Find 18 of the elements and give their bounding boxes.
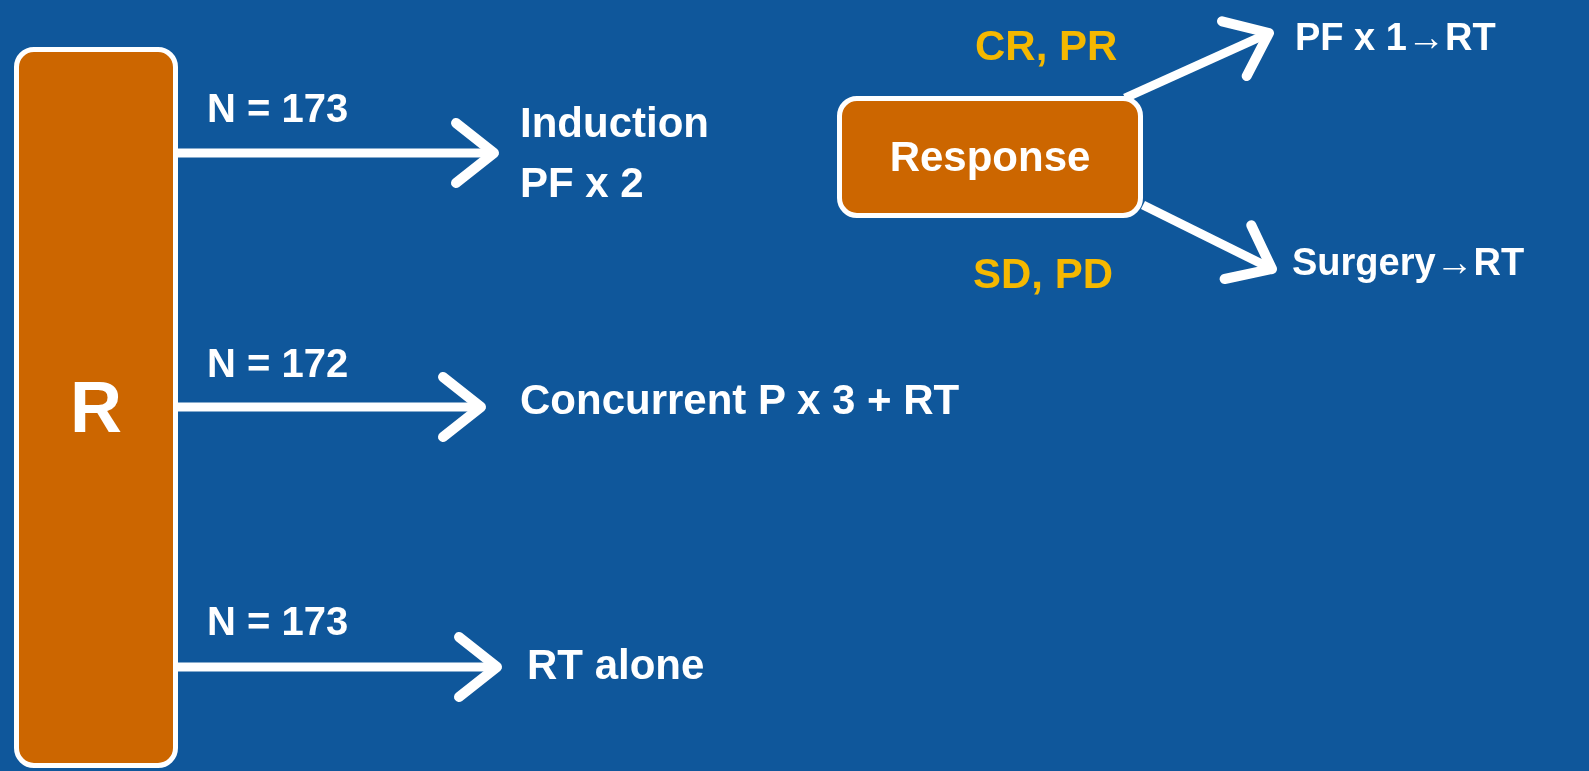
treatment-label: Surgery→RT: [1292, 240, 1525, 285]
edge-label: SD, PD: [973, 253, 1114, 295]
arrow: [178, 632, 502, 702]
edge-label: CR, PR: [975, 25, 1118, 67]
edge-label: N = 173: [207, 88, 349, 128]
arrow: [178, 372, 486, 442]
arrow: [1141, 200, 1277, 284]
treatment-label: PF x 1→RT: [1295, 15, 1496, 60]
treatment-label: RT alone: [527, 640, 705, 690]
process-box: [14, 47, 178, 768]
treatment-label: Concurrent P x 3 + RT: [520, 375, 960, 425]
box-label: R: [70, 366, 122, 449]
process-box: [837, 96, 1143, 218]
edge-label: N = 172: [207, 343, 349, 383]
box-label: Response: [889, 132, 1091, 182]
arrow: [178, 118, 499, 188]
treatment-label: Induction PF x 2: [520, 98, 710, 208]
edge-label: N = 173: [207, 601, 349, 641]
